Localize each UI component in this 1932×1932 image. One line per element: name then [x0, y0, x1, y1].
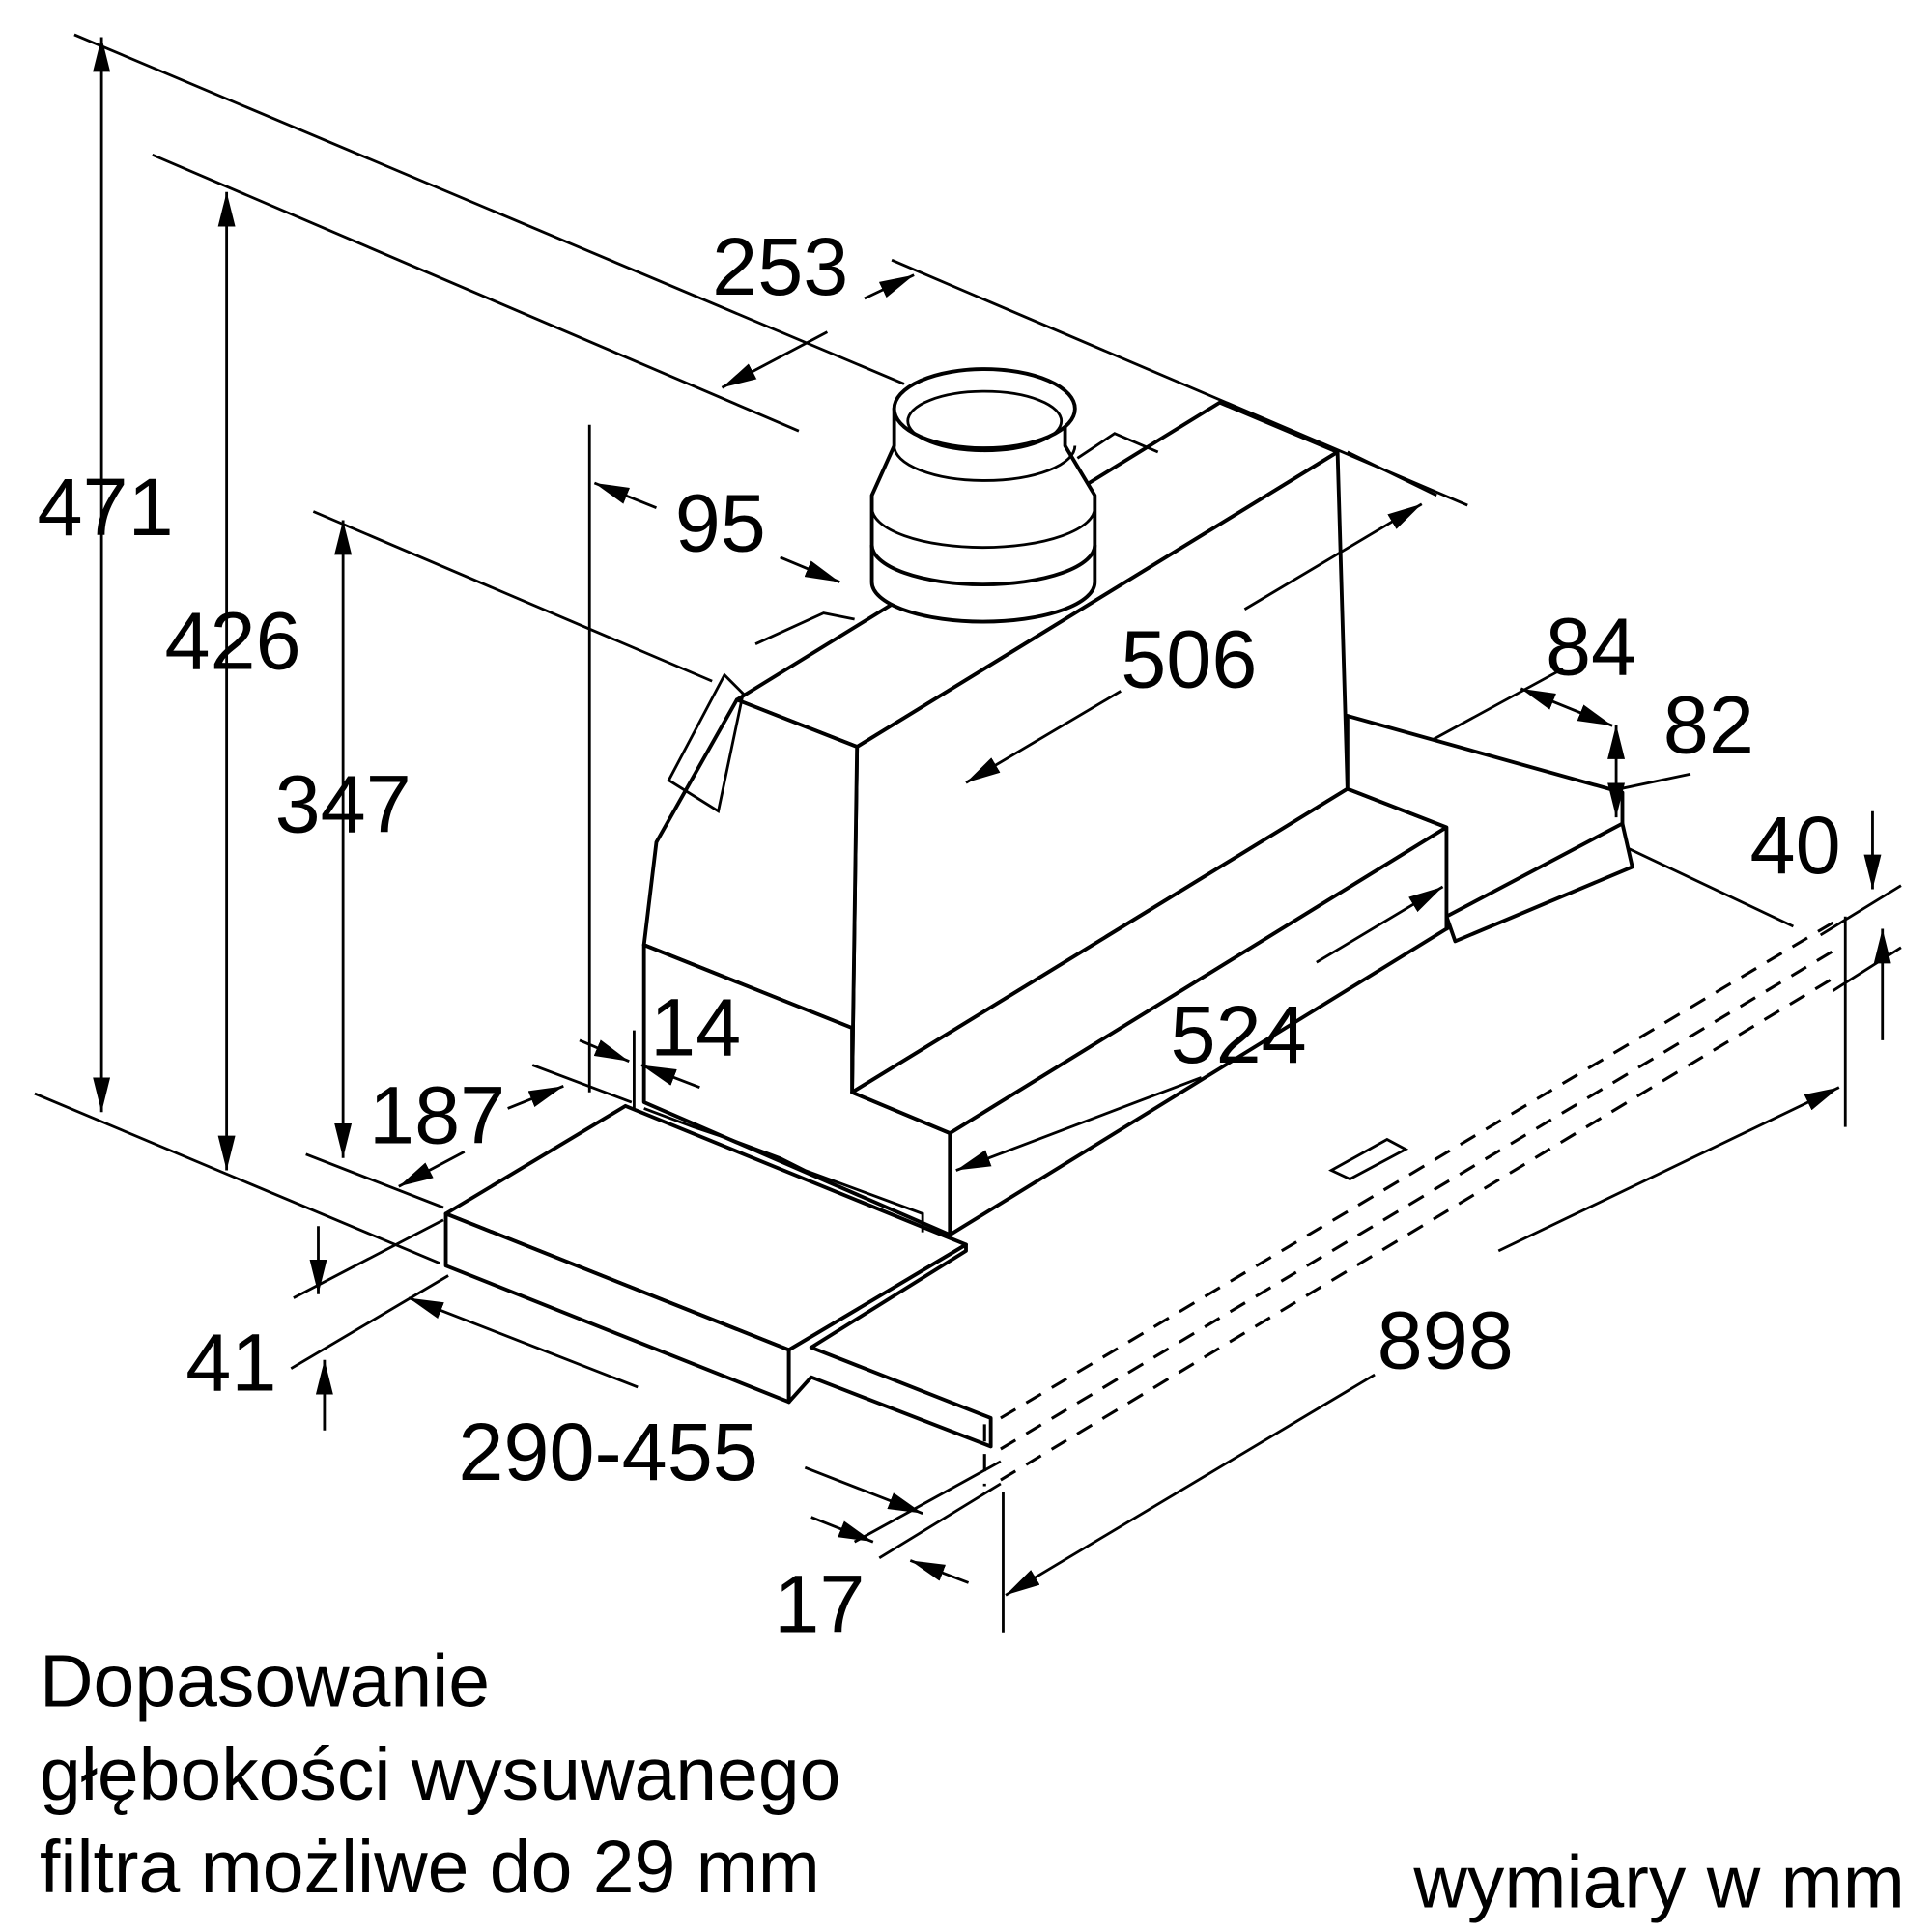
cabinet-outline-dashed: [982, 921, 1834, 1487]
dim-524: 524: [1171, 988, 1307, 1080]
dim-41: 41: [185, 1317, 276, 1408]
hood-body: [443, 400, 1634, 1449]
dim-290-455: 290-455: [458, 1406, 758, 1497]
caption-line-2: głębokości wysuwanego: [40, 1733, 840, 1816]
dim-17: 17: [774, 1558, 865, 1650]
dim-95: 95: [675, 477, 766, 569]
dim-426: 426: [165, 594, 301, 686]
dim-40: 40: [1750, 799, 1841, 891]
dim-506: 506: [1121, 613, 1257, 705]
dim-187: 187: [369, 1068, 505, 1160]
duct-connector: [869, 367, 1097, 624]
dim-84: 84: [1546, 601, 1636, 693]
caption-line-1: Dopasowanie: [40, 1640, 490, 1723]
dim-898: 898: [1378, 1294, 1514, 1386]
dim-82: 82: [1663, 678, 1754, 770]
units-note: wymiary w mm: [1412, 1840, 1904, 1923]
dim-471: 471: [37, 461, 173, 553]
dimension-arrows: [93, 37, 1891, 1597]
dim-347: 347: [275, 758, 412, 850]
caption-line-3: filtra możliwe do 29 mm: [40, 1826, 820, 1909]
dim-253: 253: [712, 220, 848, 312]
dim-14: 14: [650, 980, 741, 1072]
